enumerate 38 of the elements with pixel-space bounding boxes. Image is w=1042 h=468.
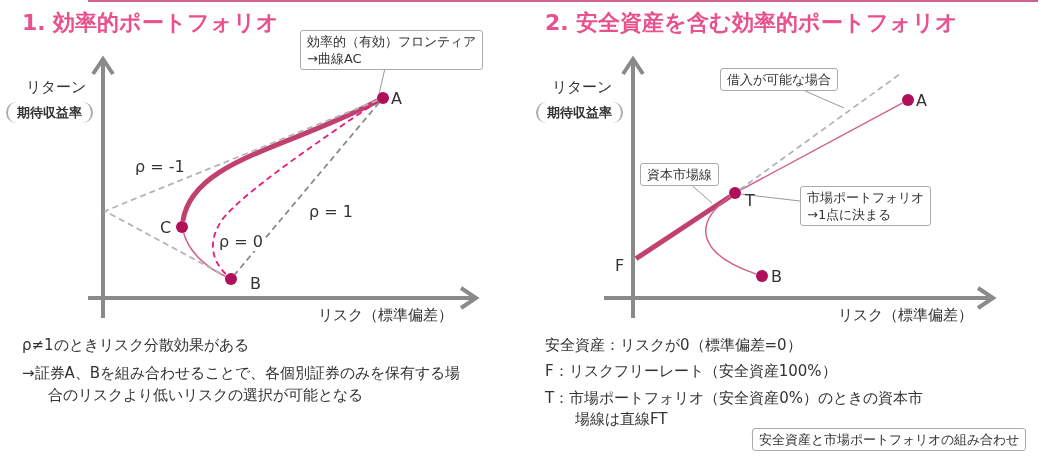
- axis-label: リスク（標準偏差）: [838, 306, 973, 325]
- point-label: C: [160, 220, 172, 236]
- point-label: A: [916, 93, 927, 109]
- axis-label: リターン: [552, 78, 612, 97]
- edge-label: ρ = 0: [217, 232, 265, 251]
- callout-box: 市場ポートフォリオ →1点に決まる: [800, 186, 931, 226]
- callout-box: 安全資産と市場ポートフォリオの組み合わせ: [752, 428, 1026, 451]
- edge-label: ρ = -1: [133, 157, 187, 176]
- curve-line: [180, 98, 379, 222]
- panel-title: 2. 安全資産を含む効率的ポートフォリオ: [545, 9, 959, 37]
- note-text: F：リスクフリーレート（安全資産100%）: [545, 362, 837, 381]
- point-label: F: [615, 258, 625, 274]
- callout-box: 効率的（有効）フロンティア →曲線AC: [300, 30, 483, 70]
- curve-line: [705, 195, 758, 275]
- note-text: ρ≠1のときリスク分散効果がある: [22, 336, 249, 355]
- dashed-line: [102, 99, 379, 278]
- leader-line: [692, 185, 713, 204]
- curve-line: [182, 232, 227, 278]
- note-text: →証券A、Bを組み合わせることで、各個別証券のみを保有する場合のリスクより低いリスクの選択が可能となる: [22, 363, 462, 406]
- axis-label: 期待収益率: [536, 102, 623, 123]
- panel-title: 1. 効率的ポートフォリオ: [22, 9, 280, 37]
- note-text: T：市場ポートフォリオ（安全資産0%）のときの資本市場線は直線FT: [545, 388, 937, 430]
- axis-label: リスク（標準偏差）: [318, 306, 453, 325]
- point-label: B: [771, 269, 782, 285]
- axis-label: リターン: [26, 78, 86, 97]
- note-text: 安全資産：リスクが0（標準偏差=0）: [545, 336, 802, 355]
- edge-label: ρ = 1: [307, 202, 355, 221]
- callout-box: 資本市場線: [640, 163, 719, 186]
- callout-box: 借入が可能な場合: [720, 68, 838, 91]
- curve-line: [739, 102, 904, 191]
- axis-label: 期待収益率: [6, 102, 93, 123]
- point-label: T: [745, 193, 755, 209]
- dashed-line: [739, 73, 901, 191]
- point-label: A: [391, 91, 402, 107]
- point-label: B: [250, 276, 261, 292]
- leader-line: [378, 69, 386, 94]
- curve-line: [634, 194, 732, 261]
- leader-line: [804, 90, 845, 109]
